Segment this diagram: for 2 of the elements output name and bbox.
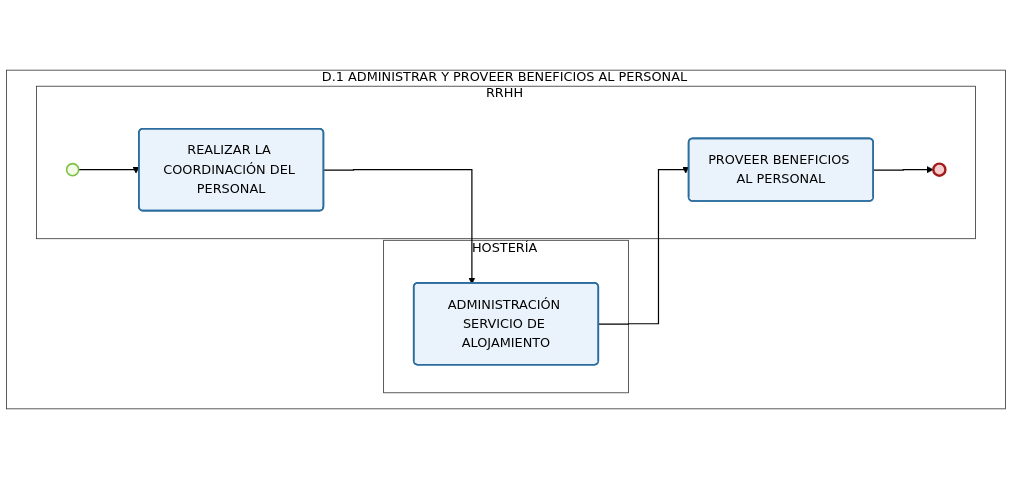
node-circle [65,162,80,177]
node-circle [932,162,947,177]
